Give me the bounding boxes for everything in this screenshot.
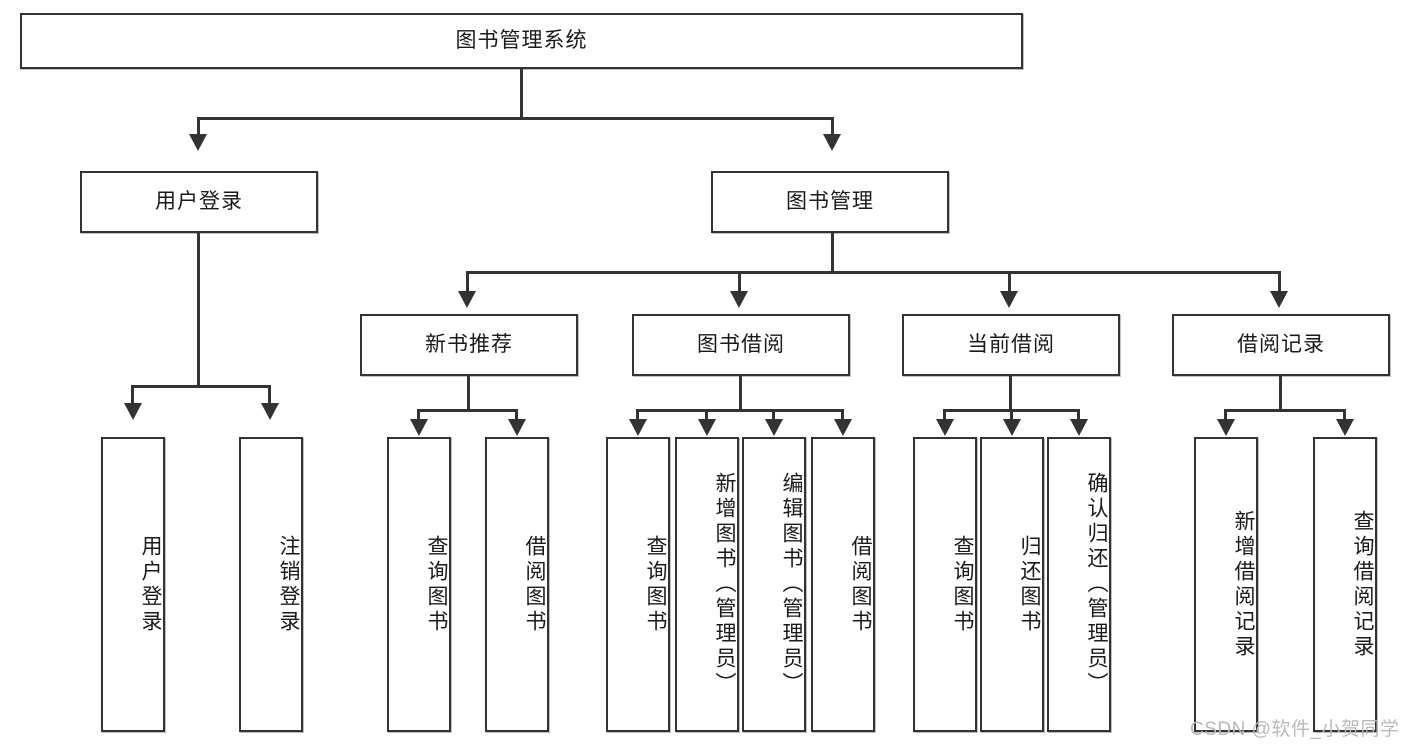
leaf-borrow-query-book[interactable]: 查询图书	[606, 437, 670, 732]
leaf-record-add-record[interactable]: 新增借阅记录	[1194, 437, 1258, 732]
node-label: 新增借阅记录	[1232, 509, 1255, 660]
arrowhead-to-record	[1270, 291, 1288, 308]
edge-root-to-book-mgmt	[831, 117, 834, 137]
arrowhead-borrow-leaf3	[765, 419, 783, 436]
edge-root-down	[520, 69, 523, 117]
edge-current-leaf3	[1077, 409, 1080, 421]
edge-book-mgmt-down	[831, 233, 834, 271]
edge-book-mgmt-to-record	[1278, 271, 1281, 293]
edge-current-leaf2	[1010, 409, 1013, 421]
arrowhead-to-book-mgmt	[823, 134, 841, 151]
edge-book-mgmt-bus	[466, 271, 1281, 274]
edge-user-login-down	[197, 233, 200, 385]
node-label: 借阅图书	[523, 534, 546, 635]
edge-borrow-leaf3	[772, 409, 775, 421]
node-new-book-recommend[interactable]: 新书推荐	[360, 314, 578, 376]
leaf-user-login-login[interactable]: 用户登录	[101, 437, 165, 732]
node-borrow-record[interactable]: 借阅记录	[1172, 314, 1390, 376]
leaf-current-return-book[interactable]: 归还图书	[980, 437, 1044, 732]
arrowhead-recommend-leaf1	[410, 419, 428, 436]
edge-current-leaf1	[943, 409, 946, 421]
arrowhead-current-leaf1	[936, 419, 954, 436]
arrowhead-borrow-leaf4	[834, 419, 852, 436]
leaf-recommend-borrow-book[interactable]: 借阅图书	[485, 437, 549, 732]
node-label: 查询图书	[425, 534, 448, 635]
edge-borrow-leaf1	[636, 409, 639, 421]
node-label: 归还图书	[1018, 534, 1041, 635]
arrowhead-user-login-leaf2	[261, 403, 279, 420]
node-label: 借阅记录	[1237, 333, 1325, 357]
edge-root-to-user-login	[197, 117, 200, 137]
leaf-record-query-record[interactable]: 查询借阅记录	[1313, 437, 1377, 732]
node-label: 查询借阅记录	[1351, 509, 1374, 660]
edge-recommend-leaf2	[515, 409, 518, 421]
edge-user-login-bus	[131, 385, 270, 388]
arrowhead-current-leaf2	[1003, 419, 1021, 436]
leaf-borrow-add-book[interactable]: 新增图书（管理员）	[675, 437, 739, 732]
edge-current-down	[1009, 376, 1012, 409]
leaf-recommend-query-book[interactable]: 查询图书	[387, 437, 451, 732]
leaf-current-query-book[interactable]: 查询图书	[913, 437, 977, 732]
edge-borrow-leaf4	[841, 409, 844, 421]
node-label: 当前借阅	[967, 333, 1055, 357]
leaf-borrow-borrow-book[interactable]: 借阅图书	[811, 437, 875, 732]
node-user-login[interactable]: 用户登录	[80, 171, 318, 233]
node-label: 查询图书	[951, 534, 974, 635]
node-label: 注销登录	[277, 534, 300, 635]
node-label: 确认归还（管理员）	[1085, 472, 1108, 697]
arrowhead-borrow-leaf1	[629, 419, 647, 436]
node-label: 图书借阅	[697, 333, 785, 357]
edge-book-mgmt-to-recommend	[466, 271, 469, 293]
watermark-csdn: CSDN @软件_小贺同学	[1190, 719, 1400, 740]
edge-book-mgmt-to-borrow	[738, 271, 741, 293]
node-label: 编辑图书（管理员）	[780, 472, 803, 697]
edge-borrow-down	[739, 376, 742, 409]
edge-borrow-leaf2	[705, 409, 708, 421]
arrowhead-record-leaf1	[1217, 419, 1235, 436]
edge-record-bus	[1224, 409, 1346, 412]
edge-user-login-leaf2	[268, 385, 271, 405]
leaf-borrow-edit-book[interactable]: 编辑图书（管理员）	[742, 437, 806, 732]
arrowhead-current-leaf3	[1070, 419, 1088, 436]
node-label: 图书管理系统	[455, 29, 588, 53]
edge-book-mgmt-to-current	[1008, 271, 1011, 293]
node-current-borrow[interactable]: 当前借阅	[902, 314, 1120, 376]
arrowhead-record-leaf2	[1336, 419, 1354, 436]
arrowhead-recommend-leaf2	[508, 419, 526, 436]
node-label: 查询图书	[644, 534, 667, 635]
edge-record-leaf1	[1224, 409, 1227, 421]
node-book-management-system[interactable]: 图书管理系统	[20, 13, 1023, 69]
edge-recommend-down	[467, 376, 470, 409]
arrowhead-to-current	[1000, 291, 1018, 308]
node-label: 新增图书（管理员）	[713, 472, 736, 697]
node-label: 借阅图书	[849, 534, 872, 635]
node-label: 用户登录	[139, 534, 162, 635]
arrowhead-borrow-leaf2	[698, 419, 716, 436]
leaf-current-confirm-return[interactable]: 确认归还（管理员）	[1047, 437, 1111, 732]
arrowhead-user-login-leaf1	[124, 403, 142, 420]
node-book-borrow[interactable]: 图书借阅	[632, 314, 850, 376]
edge-user-login-leaf1	[131, 385, 134, 405]
node-label: 用户登录	[155, 190, 243, 214]
edge-record-down	[1279, 376, 1282, 409]
edge-recommend-bus	[417, 409, 517, 412]
node-label: 新书推荐	[425, 333, 513, 357]
arrowhead-to-borrow	[730, 291, 748, 308]
edge-borrow-bus	[636, 409, 844, 412]
node-label: 图书管理	[786, 190, 874, 214]
edge-root-bus	[197, 117, 834, 120]
edge-recommend-leaf1	[417, 409, 420, 421]
node-book-management[interactable]: 图书管理	[711, 171, 949, 233]
arrowhead-to-user-login	[189, 134, 207, 151]
edge-record-leaf2	[1343, 409, 1346, 421]
leaf-user-login-logout[interactable]: 注销登录	[239, 437, 303, 732]
arrowhead-to-recommend	[458, 291, 476, 308]
